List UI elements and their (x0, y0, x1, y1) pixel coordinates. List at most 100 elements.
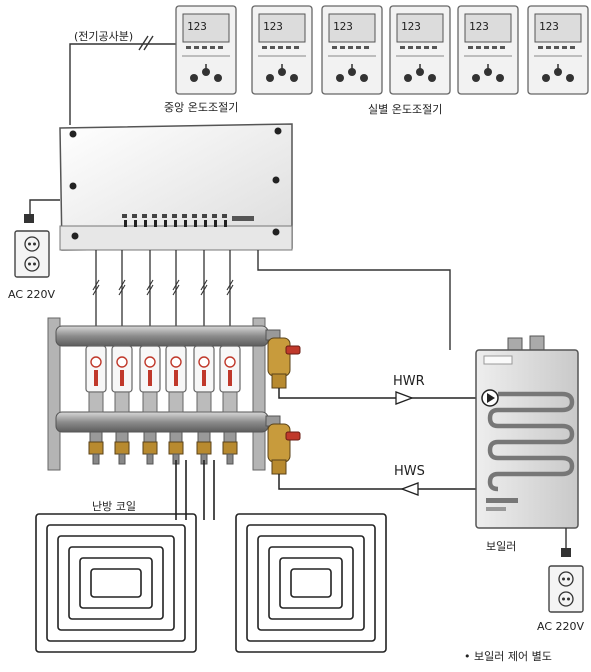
controller-led (192, 214, 197, 218)
heating-coil-label: 난방 코일 (92, 500, 136, 513)
room-thermostat[interactable]: 123 (321, 5, 383, 95)
room-thermostat[interactable]: 123 (527, 5, 589, 95)
controller-led (184, 220, 187, 227)
controller-screw (69, 127, 282, 240)
boiler-control-wire (257, 250, 451, 350)
thermostat-button[interactable] (190, 74, 198, 82)
controller-led (204, 220, 207, 227)
room-thermostat-label: 실별 온도조절기 (368, 103, 443, 116)
controller-led (162, 214, 167, 218)
thermostat-bus-wire (69, 35, 178, 125)
manifold (47, 317, 269, 471)
coil-loop (279, 557, 343, 609)
room-thermostat[interactable]: 123 (457, 5, 519, 95)
coil-loop (257, 535, 365, 631)
controller-led (202, 214, 207, 218)
supply-ball-valve (265, 415, 301, 475)
bottom-valve-group (88, 431, 238, 465)
loop-valve (222, 431, 238, 465)
thermostat-display: 123 (469, 20, 489, 33)
central-thermostat-label: 중앙 온도조절기 (164, 101, 239, 114)
thermostat-button[interactable] (428, 74, 436, 82)
thermostat-button[interactable] (266, 74, 274, 82)
controller-led (164, 220, 167, 227)
loop-valve (88, 431, 104, 465)
boiler-unit (475, 335, 579, 529)
thermostat-button[interactable] (404, 74, 412, 82)
coil-loop (79, 557, 153, 609)
return-pipe-line (278, 388, 488, 399)
coil-loop (290, 568, 332, 598)
supply-pipe-label: HWS (394, 464, 425, 479)
flow-meter (111, 345, 133, 413)
thermostat-display: 123 (401, 20, 421, 33)
controller-led (124, 220, 127, 227)
coil-loop (268, 546, 354, 620)
coil-loop (57, 535, 175, 631)
supply-manifold-bar (55, 411, 269, 433)
central-controller (59, 123, 293, 251)
outlet-right-voltage-label: AC 220V (537, 620, 585, 633)
thermostat-button[interactable] (290, 74, 298, 82)
controller-led (152, 214, 157, 218)
wiring-note-label: (전기공사분) (74, 30, 134, 43)
return-pipe-label: HWR (393, 374, 425, 389)
central-thermostat[interactable]: 123 (175, 5, 237, 95)
boiler-label: 보일러 (486, 540, 517, 553)
controller-led (214, 220, 217, 227)
controller-led (144, 220, 147, 227)
thermostat-button[interactable] (566, 74, 574, 82)
return-ball-valve (265, 329, 301, 389)
thermostat-display: 123 (539, 20, 559, 33)
heating-coil-right (203, 460, 387, 653)
loop-valve (142, 431, 158, 465)
thermostat-button[interactable] (336, 74, 344, 82)
controller-led (172, 214, 177, 218)
loop-valve (196, 431, 212, 465)
power-outlet-right (548, 528, 584, 613)
return-manifold-bar (55, 325, 269, 347)
coil-loop (68, 546, 164, 620)
controller-led (122, 214, 127, 218)
flow-meter-group (85, 345, 241, 413)
coil-loop (35, 513, 197, 653)
thermostat-button[interactable] (214, 74, 222, 82)
outlet-left-voltage-label: AC 220V (8, 288, 56, 301)
flow-meter (139, 345, 161, 413)
thermostat-button[interactable] (360, 74, 368, 82)
controller-indicator (232, 216, 254, 221)
thermostat-button[interactable] (496, 74, 504, 82)
supply-flow-arrow (400, 482, 419, 496)
flow-meter (165, 345, 187, 413)
thermostat-display: 123 (333, 20, 353, 33)
controller-led (224, 220, 227, 227)
thermostat-button[interactable] (542, 74, 550, 82)
heating-coil-left (35, 460, 197, 653)
controller-led (222, 214, 227, 218)
coil-loop (90, 568, 142, 598)
loop-valve (114, 431, 130, 465)
flow-meter (193, 345, 215, 413)
thermostat-display: 123 (263, 20, 283, 33)
coil-loop (246, 524, 376, 642)
controller-led (132, 214, 137, 218)
coil-loop (46, 524, 186, 642)
controller-led (174, 220, 177, 227)
thermostat-row: 123 123 123 123 123 123 (175, 5, 589, 95)
boiler-heat-exchanger-coil (487, 391, 575, 492)
room-thermostat[interactable]: 123 (251, 5, 313, 95)
room-thermostat[interactable]: 123 (389, 5, 451, 95)
controller-led-strip (122, 214, 254, 227)
controller-led (154, 220, 157, 227)
boiler-control-footnote: • 보일러 제어 별도 (464, 650, 552, 663)
power-outlet-left (14, 199, 60, 278)
controller-led (212, 214, 217, 218)
flow-meter (219, 345, 241, 413)
loop-valve (168, 431, 184, 465)
thermostat-display: 123 (187, 20, 207, 33)
flow-meter (85, 345, 107, 413)
thermostat-button[interactable] (472, 74, 480, 82)
return-flow-arrow (395, 391, 414, 405)
